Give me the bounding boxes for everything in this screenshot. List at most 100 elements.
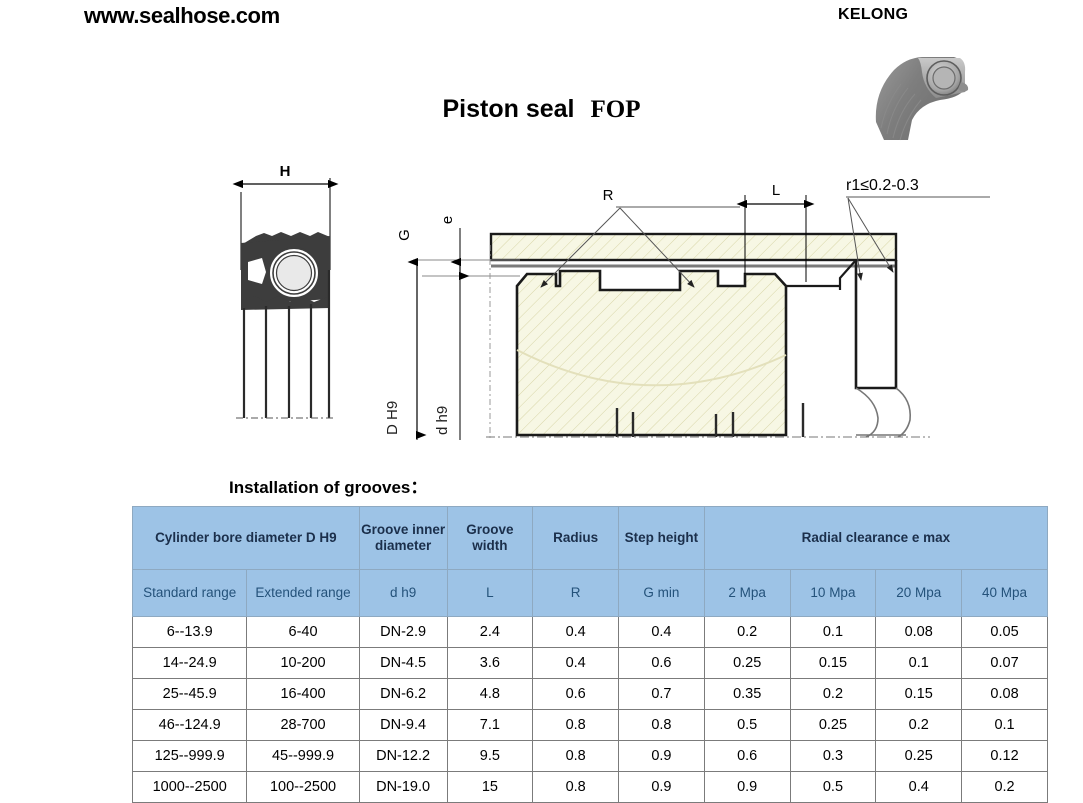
- table-cell: DN-9.4: [358, 709, 448, 741]
- table-cell: 0.2: [875, 709, 963, 741]
- table-cell: 4.8: [446, 678, 534, 710]
- table-cell: 0.12: [961, 740, 1048, 772]
- table-cell: 0.1: [875, 647, 963, 679]
- page-title: Piston seal FOP: [0, 95, 1083, 124]
- table-cell: 0.9: [703, 771, 791, 803]
- site-url: www.sealhose.com: [84, 3, 280, 28]
- table-cell: 0.9: [618, 740, 705, 772]
- table-cell: 10-200: [246, 647, 360, 679]
- dimension-label-L: L: [772, 182, 780, 199]
- subheader-R: R: [532, 569, 620, 617]
- table-cell: 15: [446, 771, 534, 803]
- table-cell: 0.5: [789, 771, 877, 803]
- grooves-section-label: Installation of grooves：: [229, 478, 428, 497]
- header-bore-diameter: Cylinder bore diameter D H9: [132, 506, 360, 570]
- table-cell: 125--999.9: [131, 740, 248, 772]
- table-cell: 7.1: [446, 709, 534, 741]
- subheader-G-min: G min: [618, 569, 705, 617]
- table-cell: 0.05: [961, 616, 1048, 648]
- header-groove-inner-diameter: Groove inner diameter: [358, 506, 448, 570]
- table-cell: 0.15: [789, 647, 877, 679]
- subheader-L: L: [446, 569, 534, 617]
- groove-section-drawing: G e D H9 d h9 R L r1≤0.2-0.3: [384, 177, 990, 440]
- dimension-label-H: H: [280, 163, 291, 180]
- table-cell: 9.5: [446, 740, 534, 772]
- subheader-2mpa: 2 Mpa: [703, 569, 791, 617]
- table-cell: 0.1: [789, 616, 877, 648]
- table-cell: 0.1: [961, 709, 1048, 741]
- table-cell: DN-12.2: [358, 740, 448, 772]
- table-cell: 25--45.9: [131, 678, 248, 710]
- header-radius: Radius: [532, 506, 620, 570]
- table-cell: 0.08: [875, 616, 963, 648]
- table-cell: 0.6: [618, 647, 705, 679]
- table-cell: 6-40: [246, 616, 360, 648]
- table-cell: 0.6: [703, 740, 791, 772]
- table-cell: 0.25: [703, 647, 791, 679]
- table-cell: 0.25: [789, 709, 877, 741]
- product-photo: [868, 48, 998, 143]
- table-cell: 14--24.9: [131, 647, 248, 679]
- table-cell: 0.8: [618, 709, 705, 741]
- table-cell: 100--2500: [246, 771, 360, 803]
- subheader-d-h9: d h9: [358, 569, 448, 617]
- table-cell: DN-6.2: [358, 678, 448, 710]
- table-cell: 0.2: [789, 678, 877, 710]
- table-cell: 0.3: [789, 740, 877, 772]
- dimension-label-G: G: [396, 229, 413, 241]
- dimension-label-R: R: [603, 187, 614, 204]
- table-cell: DN-4.5: [358, 647, 448, 679]
- header-radial-clearance: Radial clearance e max: [703, 506, 1049, 570]
- table-cell: 0.6: [532, 678, 620, 710]
- seal-cross-section-drawing: H: [232, 163, 339, 419]
- table-cell: 0.4: [618, 616, 705, 648]
- dimension-label-chamfer: r1≤0.2-0.3: [846, 177, 919, 194]
- table-cell: 0.4: [875, 771, 963, 803]
- table-cell: 0.2: [961, 771, 1048, 803]
- subheader-standard-range: Standard range: [131, 569, 248, 617]
- table-cell: 2.4: [446, 616, 534, 648]
- page-title-code: FOP: [590, 96, 641, 123]
- brand-name: KELONG: [838, 6, 909, 23]
- page-title-main: Piston seal: [442, 95, 575, 123]
- table-cell: 0.8: [532, 709, 620, 741]
- table-cell: 6--13.9: [131, 616, 248, 648]
- table-cell: 0.08: [961, 678, 1048, 710]
- table-cell: 0.15: [875, 678, 963, 710]
- table-cell: 0.07: [961, 647, 1048, 679]
- table-cell: DN-19.0: [358, 771, 448, 803]
- header-groove-width: Groove width: [446, 506, 534, 570]
- seal-photo-body: [875, 57, 969, 141]
- table-cell: 0.2: [703, 616, 791, 648]
- table-cell: 0.4: [532, 616, 620, 648]
- table-cell: 45--999.9: [246, 740, 360, 772]
- table-cell: 0.9: [618, 771, 705, 803]
- table-cell: DN-2.9: [358, 616, 448, 648]
- dimension-label-e: e: [439, 216, 456, 224]
- table-cell: 28-700: [246, 709, 360, 741]
- table-cell: 0.8: [532, 740, 620, 772]
- subheader-20mpa: 20 Mpa: [875, 569, 963, 617]
- subheader-10mpa: 10 Mpa: [789, 569, 877, 617]
- table-cell: 0.5: [703, 709, 791, 741]
- groove-installation-table: Cylinder bore diameter D H9 Groove inner…: [131, 506, 1049, 803]
- subheader-extended-range: Extended range: [246, 569, 360, 617]
- technical-drawing: H: [0, 150, 1083, 460]
- table-cell: 3.6: [446, 647, 534, 679]
- table-cell: 0.35: [703, 678, 791, 710]
- dimension-label-D-H9: D H9: [384, 401, 401, 435]
- subheader-40mpa: 40 Mpa: [961, 569, 1048, 617]
- header-step-height: Step height: [618, 506, 705, 570]
- table-cell: 1000--2500: [131, 771, 248, 803]
- table-cell: 0.25: [875, 740, 963, 772]
- table-header-group-row: Cylinder bore diameter D H9 Groove inner…: [132, 506, 1049, 570]
- table-header-sub-row: Standard range Extended range d h9 L R G…: [131, 569, 1048, 617]
- dimension-label-d-h9: d h9: [434, 406, 451, 435]
